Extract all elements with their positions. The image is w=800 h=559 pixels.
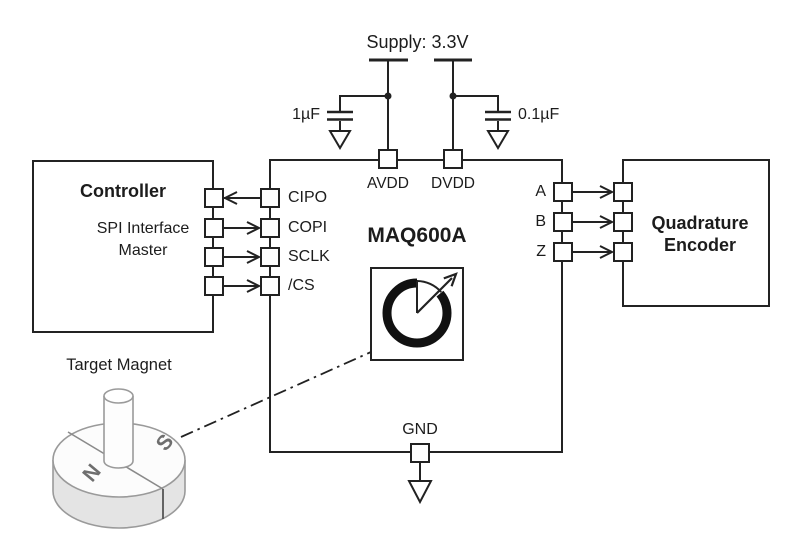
quadrature-encoder-block — [622, 159, 770, 307]
arrow-left-icon — [222, 191, 238, 205]
cap-left-value-label: 1µF — [292, 106, 320, 123]
controller-block — [32, 160, 214, 333]
supply-rail-bar-right-icon — [434, 58, 472, 150]
arrow-right-icon — [246, 221, 262, 235]
ground-symbol-icon — [407, 462, 433, 505]
magnet-pole-s-label: S — [152, 430, 179, 456]
arrow-right-icon — [599, 215, 615, 229]
supply-voltage-label: Supply: 3.3V — [366, 32, 469, 52]
arrow-right-icon — [599, 245, 615, 259]
arrow-right-icon — [246, 279, 262, 293]
junction-dot — [384, 92, 392, 100]
ground-symbol-icon — [328, 130, 352, 150]
ground-symbol-icon — [486, 130, 510, 150]
target-magnet-illustration: N S — [52, 388, 186, 529]
capacitor-left-icon — [327, 95, 388, 150]
magnet-top-face — [52, 422, 186, 498]
cap-right-value-label: 0.1µF — [518, 106, 560, 123]
magnet-side — [52, 460, 186, 529]
junction-dot — [449, 92, 457, 100]
target-magnet-label: Target Magnet — [66, 356, 172, 374]
supply-rail-bar-left-icon — [369, 58, 408, 150]
capacitor-right-icon — [453, 95, 511, 150]
spi-wires — [222, 191, 262, 293]
arrow-right-icon — [599, 185, 615, 199]
arrow-right-icon — [246, 250, 262, 264]
magnet-pole-n-label: N — [78, 460, 105, 486]
maq600a-chip-block — [269, 159, 563, 453]
abz-wires — [572, 185, 615, 259]
magnet-shaft — [103, 388, 134, 469]
magnet-pole-divider — [67, 431, 164, 490]
